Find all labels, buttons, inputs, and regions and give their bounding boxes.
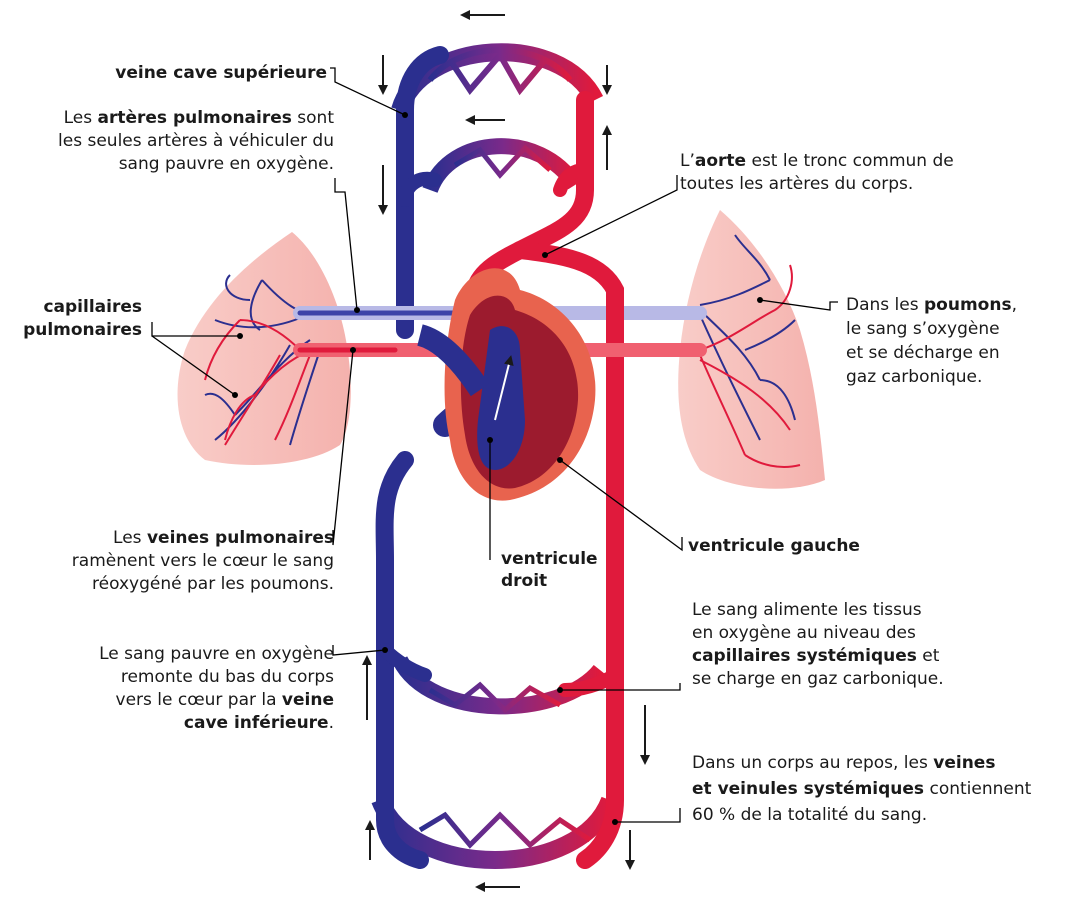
label-ventricule-droit: ventricule droit [501, 548, 598, 592]
poumons-line-4: gaz carbonique. [846, 365, 1017, 389]
aorte-bold: aorte [695, 151, 746, 171]
veines-pulm-line-1: Les veines pulmonaires [72, 527, 334, 550]
label-capillaires-pulmonaires: capillaires pulmonaires [23, 296, 142, 342]
vci-bold-1: veine [282, 690, 334, 710]
label-veines-systemiques: Dans un corps au repos, les veines et ve… [692, 750, 1031, 828]
label-aorte: L’aorte est le tronc commun de toutes le… [680, 150, 954, 196]
label-sang-tissus: Le sang alimente les tissus en oxygène a… [692, 599, 944, 691]
veines-sys-line-2: et veinules systémiques contiennent [692, 776, 1031, 802]
label-poumons: Dans les poumons, le sang s’oxygène et s… [846, 293, 1017, 389]
vci-bold-2: cave inférieure [184, 713, 329, 733]
poumons-line-2: le sang s’oxygène [846, 317, 1017, 341]
veines-pulm-line-2: ramènent vers le cœur le sang [72, 550, 334, 573]
veines-sys-bold-1: veines [933, 753, 995, 773]
art-pulm-line-3: sang pauvre en oxygène. [58, 153, 334, 176]
sang-tissus-line-3: capillaires systémiques et [692, 645, 944, 668]
art-pulm-line-2: les seules artères à véhiculer du [58, 130, 334, 153]
vci-line-2: remonte du bas du corps [99, 666, 334, 689]
vent-droit-line-1: ventricule [501, 549, 598, 569]
poumons-line-3: et se décharge en [846, 341, 1017, 365]
label-veine-cave-superieure: veine cave supérieure [115, 62, 327, 85]
veines-sys-line-3: 60 % de la totalité du sang. [692, 802, 1031, 828]
vci-line-1: Le sang pauvre en oxygène [99, 643, 334, 666]
heart [420, 268, 595, 500]
vent-droit-line-2: droit [501, 571, 547, 591]
label-arteres-pulmonaires: Les artères pulmonaires sont les seules … [58, 107, 334, 176]
poumons-bold: poumons [924, 295, 1012, 315]
sang-tissus-bold: capillaires systémiques [692, 646, 917, 666]
sang-tissus-line-4: se charge en gaz carbonique. [692, 668, 944, 691]
aorte-line-2: toutes les artères du corps. [680, 173, 954, 196]
vci-line-3: vers le cœur par la veine [99, 689, 334, 712]
veines-pulm-bold: veines pulmonaires [147, 528, 334, 548]
label-veine-cave-inferieure: Le sang pauvre en oxygène remonte du bas… [99, 643, 334, 735]
veines-pulm-line-3: réoxygéné par les poumons. [72, 573, 334, 596]
poumons-line-1: Dans les poumons, [846, 293, 1017, 317]
cap-pulm-line-1: capillaires [43, 297, 142, 317]
label-ventricule-gauche: ventricule gauche [688, 535, 860, 558]
label-veines-pulmonaires: Les veines pulmonaires ramènent vers le … [72, 527, 334, 596]
vci-line-4: cave inférieure. [99, 712, 334, 735]
art-pulm-line-1: Les artères pulmonaires sont [58, 107, 334, 130]
sang-tissus-line-2: en oxygène au niveau des [692, 622, 944, 645]
sang-tissus-line-1: Le sang alimente les tissus [692, 599, 944, 622]
aorte-line-1: L’aorte est le tronc commun de [680, 150, 954, 173]
veines-sys-line-1: Dans un corps au repos, les veines [692, 750, 1031, 776]
veines-sys-bold-2: et veinules systémiques [692, 779, 924, 799]
cap-pulm-line-2: pulmonaires [23, 320, 142, 340]
art-pulm-bold: artères pulmonaires [98, 108, 292, 128]
